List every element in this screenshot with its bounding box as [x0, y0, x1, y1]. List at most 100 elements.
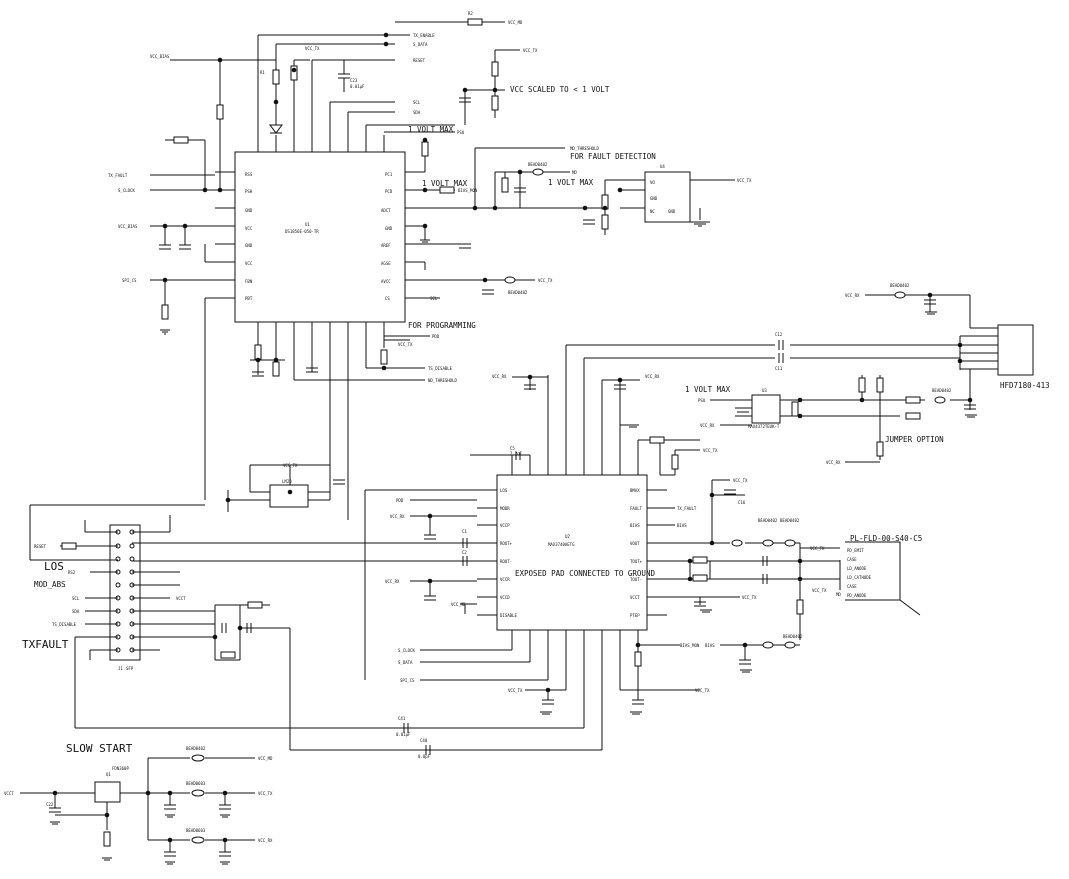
resistor-r28: [858, 377, 866, 393]
pdd-u2-label: PDD: [396, 498, 404, 503]
spi-cs-label: SPI_CS: [122, 278, 137, 283]
vcc-rx-u2-top-label: VCC_RX: [492, 374, 507, 379]
fb9-ref: BEAD0603: [186, 781, 206, 786]
s-clock-label: S_CLOCK: [118, 188, 135, 193]
sda-sfp-label: SDA: [72, 609, 80, 614]
u1-right-nets: [424, 49, 735, 299]
u1-pin-label: GND: [245, 243, 253, 248]
u3-nets: [710, 375, 971, 463]
u1-pin-label: GND: [385, 226, 393, 231]
u4-pin-label: NC: [650, 209, 655, 214]
q1-name: FDN360P: [112, 766, 129, 771]
hfd-part: HFD7180-413: [1000, 381, 1050, 390]
u1-pin-label: PSH: [245, 189, 253, 194]
md-label: MD: [572, 170, 577, 175]
u4-chip: [644, 171, 691, 223]
c40-ref: C40: [420, 738, 428, 743]
resistor-r15: [161, 304, 169, 320]
c23-val: 0.01µF: [350, 84, 365, 89]
q1-ref: Q1: [106, 772, 111, 777]
u1-pin-label: AGSE: [381, 261, 391, 266]
vcc-tx-top-label: VCC_TX: [305, 46, 320, 51]
u5-chip: [269, 484, 309, 508]
u2-pin-label: VCCR: [500, 577, 510, 582]
bias-mon-bottom-label: BIAS_MON: [680, 643, 700, 648]
vcc-md-label: VCC_MD: [508, 20, 523, 25]
c5-ref: C5: [510, 446, 515, 451]
u4-pin-label: VO: [650, 180, 655, 185]
resistor-r8: [501, 177, 509, 193]
u1-pin-label: GND: [245, 208, 253, 213]
vcc-tx-bottom3-label: VCC_TX: [695, 688, 710, 693]
j1-name: SFP: [126, 666, 134, 671]
u2-pin-label: TOUT+: [630, 559, 643, 564]
resistor-r17: [380, 349, 388, 365]
resistor-r12: [272, 361, 280, 377]
c5-val: 2.2nF: [510, 451, 523, 456]
pl-fld-part: PL-FLD-00-S40-C5: [850, 534, 922, 543]
psu-u3-label: PSU: [698, 398, 706, 403]
resistor-r30: [61, 542, 77, 550]
j1-ref: J1: [118, 666, 123, 671]
fb1-ref: BEAD0402: [528, 162, 548, 167]
u5-nets: [227, 464, 331, 512]
ferrite-bead-fb3: [762, 539, 774, 547]
resistor-r6: [421, 141, 429, 157]
u2-pin-label: PTEP: [630, 613, 640, 618]
resistor-r18: [649, 436, 665, 444]
u2-pin-label: VCCD: [500, 595, 510, 600]
junction-dots: [52, 32, 973, 843]
u1-pin-label: AREF: [381, 243, 391, 248]
vcct-sfp-label: VCCT: [176, 596, 186, 601]
u2-pin-label: FAULT: [630, 506, 643, 511]
u4-ref: U4: [660, 164, 665, 169]
resistor-r14: [173, 136, 189, 144]
md-pl-label: MD: [836, 592, 841, 597]
one-volt-max-c: 1 VOLT MAX: [548, 178, 594, 187]
c41-ref: C41: [398, 716, 406, 721]
u1-left-nets: [150, 100, 221, 500]
vcc-rx-jumper-label: VCC_RX: [826, 460, 841, 465]
vcc-rx-u2-label: VCC_RX: [390, 514, 405, 519]
c1-ref: C1: [462, 529, 467, 534]
c16-ref: C16: [738, 500, 746, 505]
u2-top-nets: [512, 344, 960, 476]
ferrite-bead-fb4: [784, 539, 796, 547]
vcc-tx-bottom-label: VCC_TX: [398, 342, 413, 347]
u1-pin-label: AVCC: [381, 279, 391, 284]
u4-pin-label: GND: [668, 209, 676, 214]
u2-pin-label: BIAS: [630, 523, 640, 528]
vcc-tx-pl2-label: VCC_TX: [812, 588, 827, 593]
reset-label: RESET: [413, 58, 426, 63]
sfp-connector: [109, 524, 141, 661]
c2-ref: C2: [462, 550, 467, 555]
r2-ref: R2: [468, 11, 473, 16]
ferrite-bead-fb10: [191, 836, 205, 844]
fb10-ref: BEAD0603: [186, 828, 206, 833]
u2-pin-label: ROUT+: [500, 541, 513, 546]
s-data-label: S_DATA: [413, 42, 428, 47]
resistor-r5: [491, 95, 499, 111]
vcc-rx-hfd-label: VCC_RX: [845, 293, 860, 298]
hfd-receiver: [997, 324, 1034, 376]
c11-ref: C11: [775, 366, 783, 371]
resistor-r23: [634, 651, 642, 667]
vcc-rx-u2-top2-label: VCC_RX: [645, 374, 660, 379]
u2-pin-label: BMAX: [630, 488, 640, 493]
u2-pin-label: VOUT: [630, 541, 640, 546]
inductor-l3: [731, 539, 743, 547]
u1-pin-label: PBT: [245, 296, 253, 301]
ferrite-bead-fb9: [191, 789, 205, 797]
one-volt-max-a: 1 VOLT MAX: [408, 125, 454, 134]
for-programming: FOR PROGRAMMING: [408, 321, 476, 330]
u2-chip: U2 MAX3740AETG EXPOSED PAD CONNECTED TO …: [496, 474, 655, 631]
vcc-md-vccd-label: VCC_MD: [451, 602, 466, 607]
pl-fld-pin-label: LD_ANODE: [847, 566, 867, 571]
u1-top-nets: [170, 21, 505, 190]
ground-symbols: [50, 221, 977, 865]
pdd-label: PDD: [432, 334, 440, 339]
fb8-ref: BEAD0402: [186, 746, 206, 751]
pl-fld-pin-label: PD_ANODE: [847, 593, 867, 598]
jumper-option: JUMPER OPTION: [885, 435, 944, 444]
ferrite-bead-fb8: [191, 754, 205, 762]
